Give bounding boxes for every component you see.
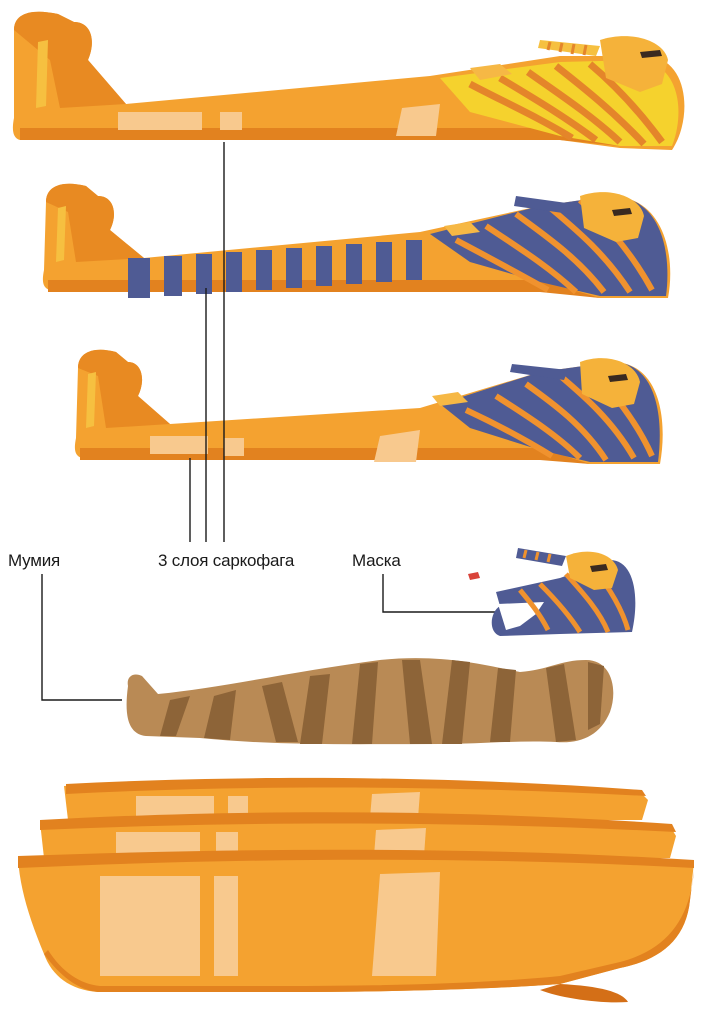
mummy-figure	[127, 658, 614, 744]
label-mask: Маска	[352, 551, 401, 570]
inner-coffin	[75, 350, 663, 464]
outer-coffin	[13, 12, 685, 150]
coffin-base-stack	[18, 778, 694, 1002]
label-sarcophagus-layers: 3 слоя саркофага	[158, 551, 295, 570]
leader-mask	[383, 574, 498, 612]
mask-figure	[468, 548, 635, 636]
leader-mummy	[42, 574, 122, 700]
label-mummy: Мумия	[8, 551, 60, 570]
middle-coffin	[43, 184, 670, 298]
